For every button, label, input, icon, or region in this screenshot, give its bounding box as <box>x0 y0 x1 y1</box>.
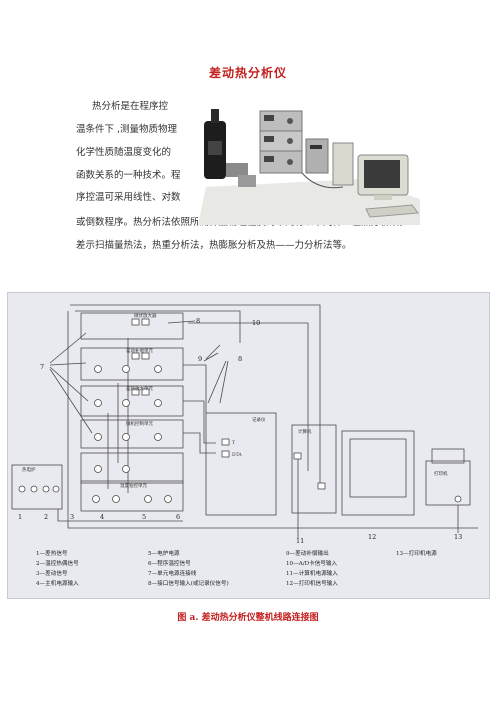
unit-label-dyj: 打印机 <box>434 470 448 477</box>
unit-label-ty: 温度程控单元 <box>120 482 147 489</box>
legend-item: 9—差动补偿输出 <box>286 549 329 557</box>
page-title: 差动热分析仪 <box>208 66 287 80</box>
unit-label-rf: 热电炉 <box>22 466 36 473</box>
legend-item: 1—差热信号 <box>36 549 68 557</box>
unit-label-jly: 记录仪 <box>252 416 266 423</box>
instrument-photo <box>198 101 420 225</box>
callout-3: 3 <box>70 513 74 521</box>
unit-label-t: T <box>232 440 235 446</box>
callout-9: 9 <box>198 355 202 363</box>
callout-7: 7 <box>40 363 44 371</box>
intro-line: 函数关系的一种技术。程 <box>76 170 181 181</box>
callout-8: 8 <box>196 317 200 325</box>
legend-item: 3—差动信号 <box>36 569 68 577</box>
intro-line: 序控温可采用线性、对数 <box>76 192 181 203</box>
callout-6: 6 <box>176 513 180 521</box>
callout-2: 2 <box>44 513 48 521</box>
legend-item: 13—打印机电源 <box>396 549 437 557</box>
unit-label-dta: DTA <box>232 452 242 458</box>
legend-item: 4—主机电源输入 <box>36 579 79 587</box>
callout-12: 12 <box>368 533 376 541</box>
intro-line: 化学性质随温度变化的 <box>76 147 172 158</box>
callout-5: 5 <box>142 513 146 521</box>
legend-item: 8—接口信号输入(或记录仪信号) <box>148 579 229 587</box>
unit-label-wb: 微机控制单元 <box>126 420 153 427</box>
legend-item: 2—温控热偶信号 <box>36 559 79 567</box>
figure-caption: 图 a. 差动热分析仪整机线路连接图 <box>177 613 319 623</box>
callout-11: 11 <box>296 537 304 545</box>
intro-line: 温条件下 ,测量物质物理 <box>76 124 178 135</box>
body-line: 差示扫描量热法，热重分析法，热膨胀分析及热——力分析法等。 <box>76 240 352 251</box>
unit-label-jsj: 计算机 <box>298 428 312 435</box>
legend-item: 10—A/D卡信号输入 <box>286 559 337 567</box>
callout-8b: 8 <box>238 355 242 363</box>
wiring-diagram-svg: 微伏放大器 差动补偿单元 差热放大单元 微机控制单元 温度程控单元 热电炉 记录… <box>11 304 478 587</box>
legend-item: 7—单元电源连接线 <box>148 569 197 577</box>
callout-4: 4 <box>100 513 104 521</box>
callout-10: 10 <box>252 319 260 327</box>
legend-item: 5—电炉电源 <box>148 549 180 557</box>
callout-13: 13 <box>454 533 462 541</box>
callout-1: 1 <box>18 513 22 521</box>
legend-item: 6—程序温控信号 <box>148 559 191 567</box>
wiring-diagram: 微伏放大器 差动补偿单元 差热放大单元 微机控制单元 温度程控单元 热电炉 记录… <box>7 292 490 599</box>
legend-item: 11—计算机电源输入 <box>286 569 338 577</box>
unit-label-cd: 差动补偿单元 <box>126 347 153 354</box>
legend-item: 12—打印机信号输入 <box>286 579 338 587</box>
unit-label-wk: 微伏放大器 <box>134 312 157 319</box>
diagram-legend: 1—差热信号 2—温控热偶信号 3—差动信号 4—主机电源输入 5—电炉电源 6… <box>36 549 437 587</box>
unit-label-yk: 差热放大单元 <box>126 385 153 392</box>
intro-line: 热分析是在程序控 <box>92 101 169 112</box>
